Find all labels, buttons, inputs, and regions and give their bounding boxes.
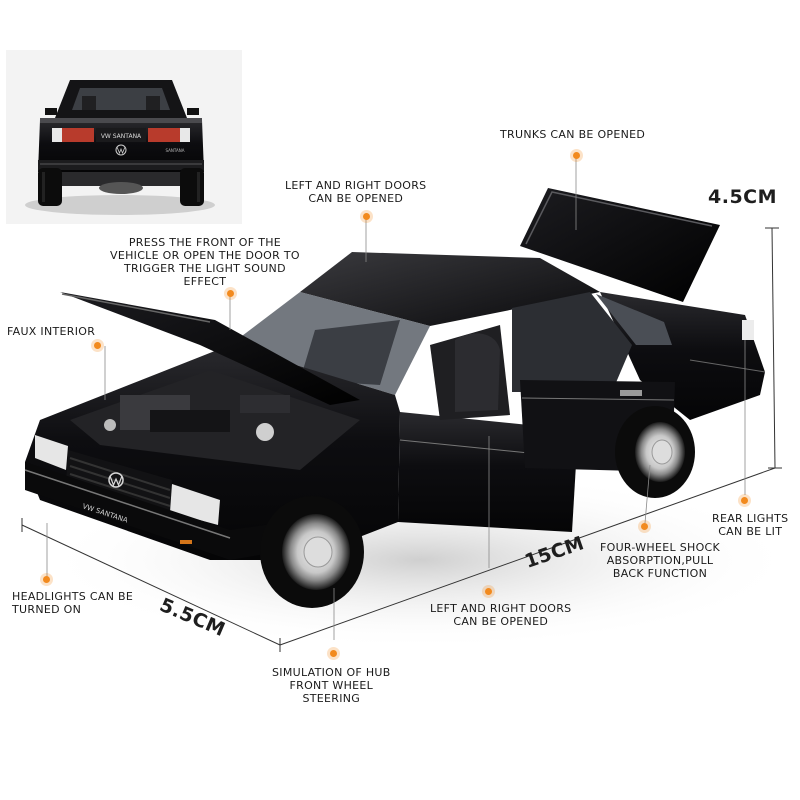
callout-dot-trunks [573, 152, 580, 159]
callout-dot-doors-top [363, 213, 370, 220]
dimension-height: 4.5CM [708, 186, 778, 208]
callout-doors-bottom: LEFT AND RIGHT DOORS CAN BE OPENED [430, 602, 572, 628]
callout-trunks: TRUNKS CAN BE OPENED [500, 128, 646, 141]
callout-doors-top: LEFT AND RIGHT DOORS CAN BE OPENED [285, 179, 427, 205]
rear-view-car: VW SANTANA SANTANA [6, 50, 242, 224]
callout-faux-interior: FAUX INTERIOR [7, 325, 96, 338]
callout-shock: FOUR-WHEEL SHOCK ABSORPTION,PULL BACK FU… [600, 541, 721, 580]
callout-dot-hub [330, 650, 337, 657]
callout-hub: SIMULATION OF HUB FRONT WHEEL STEERING [272, 666, 391, 705]
callout-dot-light-sound [227, 290, 234, 297]
callout-dot-doors-bottom [485, 588, 492, 595]
rear-wheel [615, 406, 695, 498]
rear-badge-text: SANTANA [166, 148, 185, 153]
callout-light-sound: PRESS THE FRONT OF THE VEHICLE OR OPEN T… [110, 236, 300, 288]
callout-dot-faux-interior [94, 342, 101, 349]
front-wheel [260, 496, 364, 608]
callout-headlights: HEADLIGHTS CAN BE TURNED ON [12, 590, 134, 616]
callout-rear-lights: REAR LIGHTS CAN BE LIT [712, 512, 789, 538]
rear-plate-text: VW SANTANA [101, 133, 142, 140]
callout-leader-lines [46, 156, 746, 640]
dimension-lines [21, 227, 782, 652]
callout-dot-headlights [43, 576, 50, 583]
callout-dot-rear-lights [741, 497, 748, 504]
main-car: VW SANTANA [24, 188, 766, 608]
callout-dot-shock [641, 523, 648, 530]
